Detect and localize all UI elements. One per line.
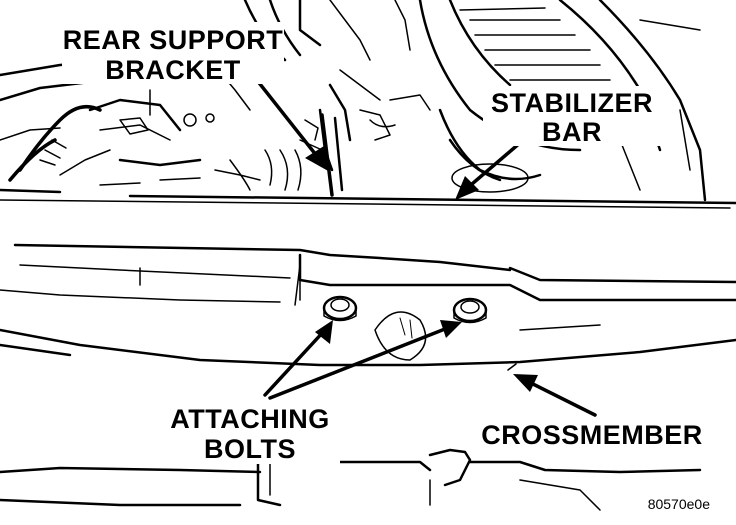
callout-crossmember: CROSSMEMBER: [474, 418, 710, 452]
stabilizer-bar: [0, 188, 736, 209]
leader-arrow-attaching-bolt-left: [263, 320, 333, 397]
callout-attaching-bolts: ATTACHING BOLTS: [160, 404, 340, 464]
leader-arrow-attaching-bolt-right: [268, 320, 462, 400]
label-attaching-line1: ATTACHING: [170, 404, 329, 434]
crossmember: [0, 243, 736, 371]
label-crossmember: CROSSMEMBER: [481, 420, 703, 450]
label-stabilizer-line2: BAR: [542, 117, 602, 147]
label-attaching-line2: BOLTS: [204, 434, 296, 464]
attaching-bolt-left: [322, 295, 358, 322]
leader-arrow-crossmember: [513, 374, 597, 417]
attaching-bolt-right: [452, 297, 488, 324]
callout-stabilizer-bar: STABILIZER BAR: [483, 86, 663, 147]
callout-rear-support-bracket: REAR SUPPORT BRACKET: [62, 22, 284, 85]
label-stabilizer-line1: STABILIZER: [491, 88, 653, 118]
figure-id: 80570e0e: [648, 496, 711, 512]
label-rear-support-line1: REAR SUPPORT: [63, 25, 284, 55]
label-rear-support-line2: BRACKET: [105, 55, 241, 85]
